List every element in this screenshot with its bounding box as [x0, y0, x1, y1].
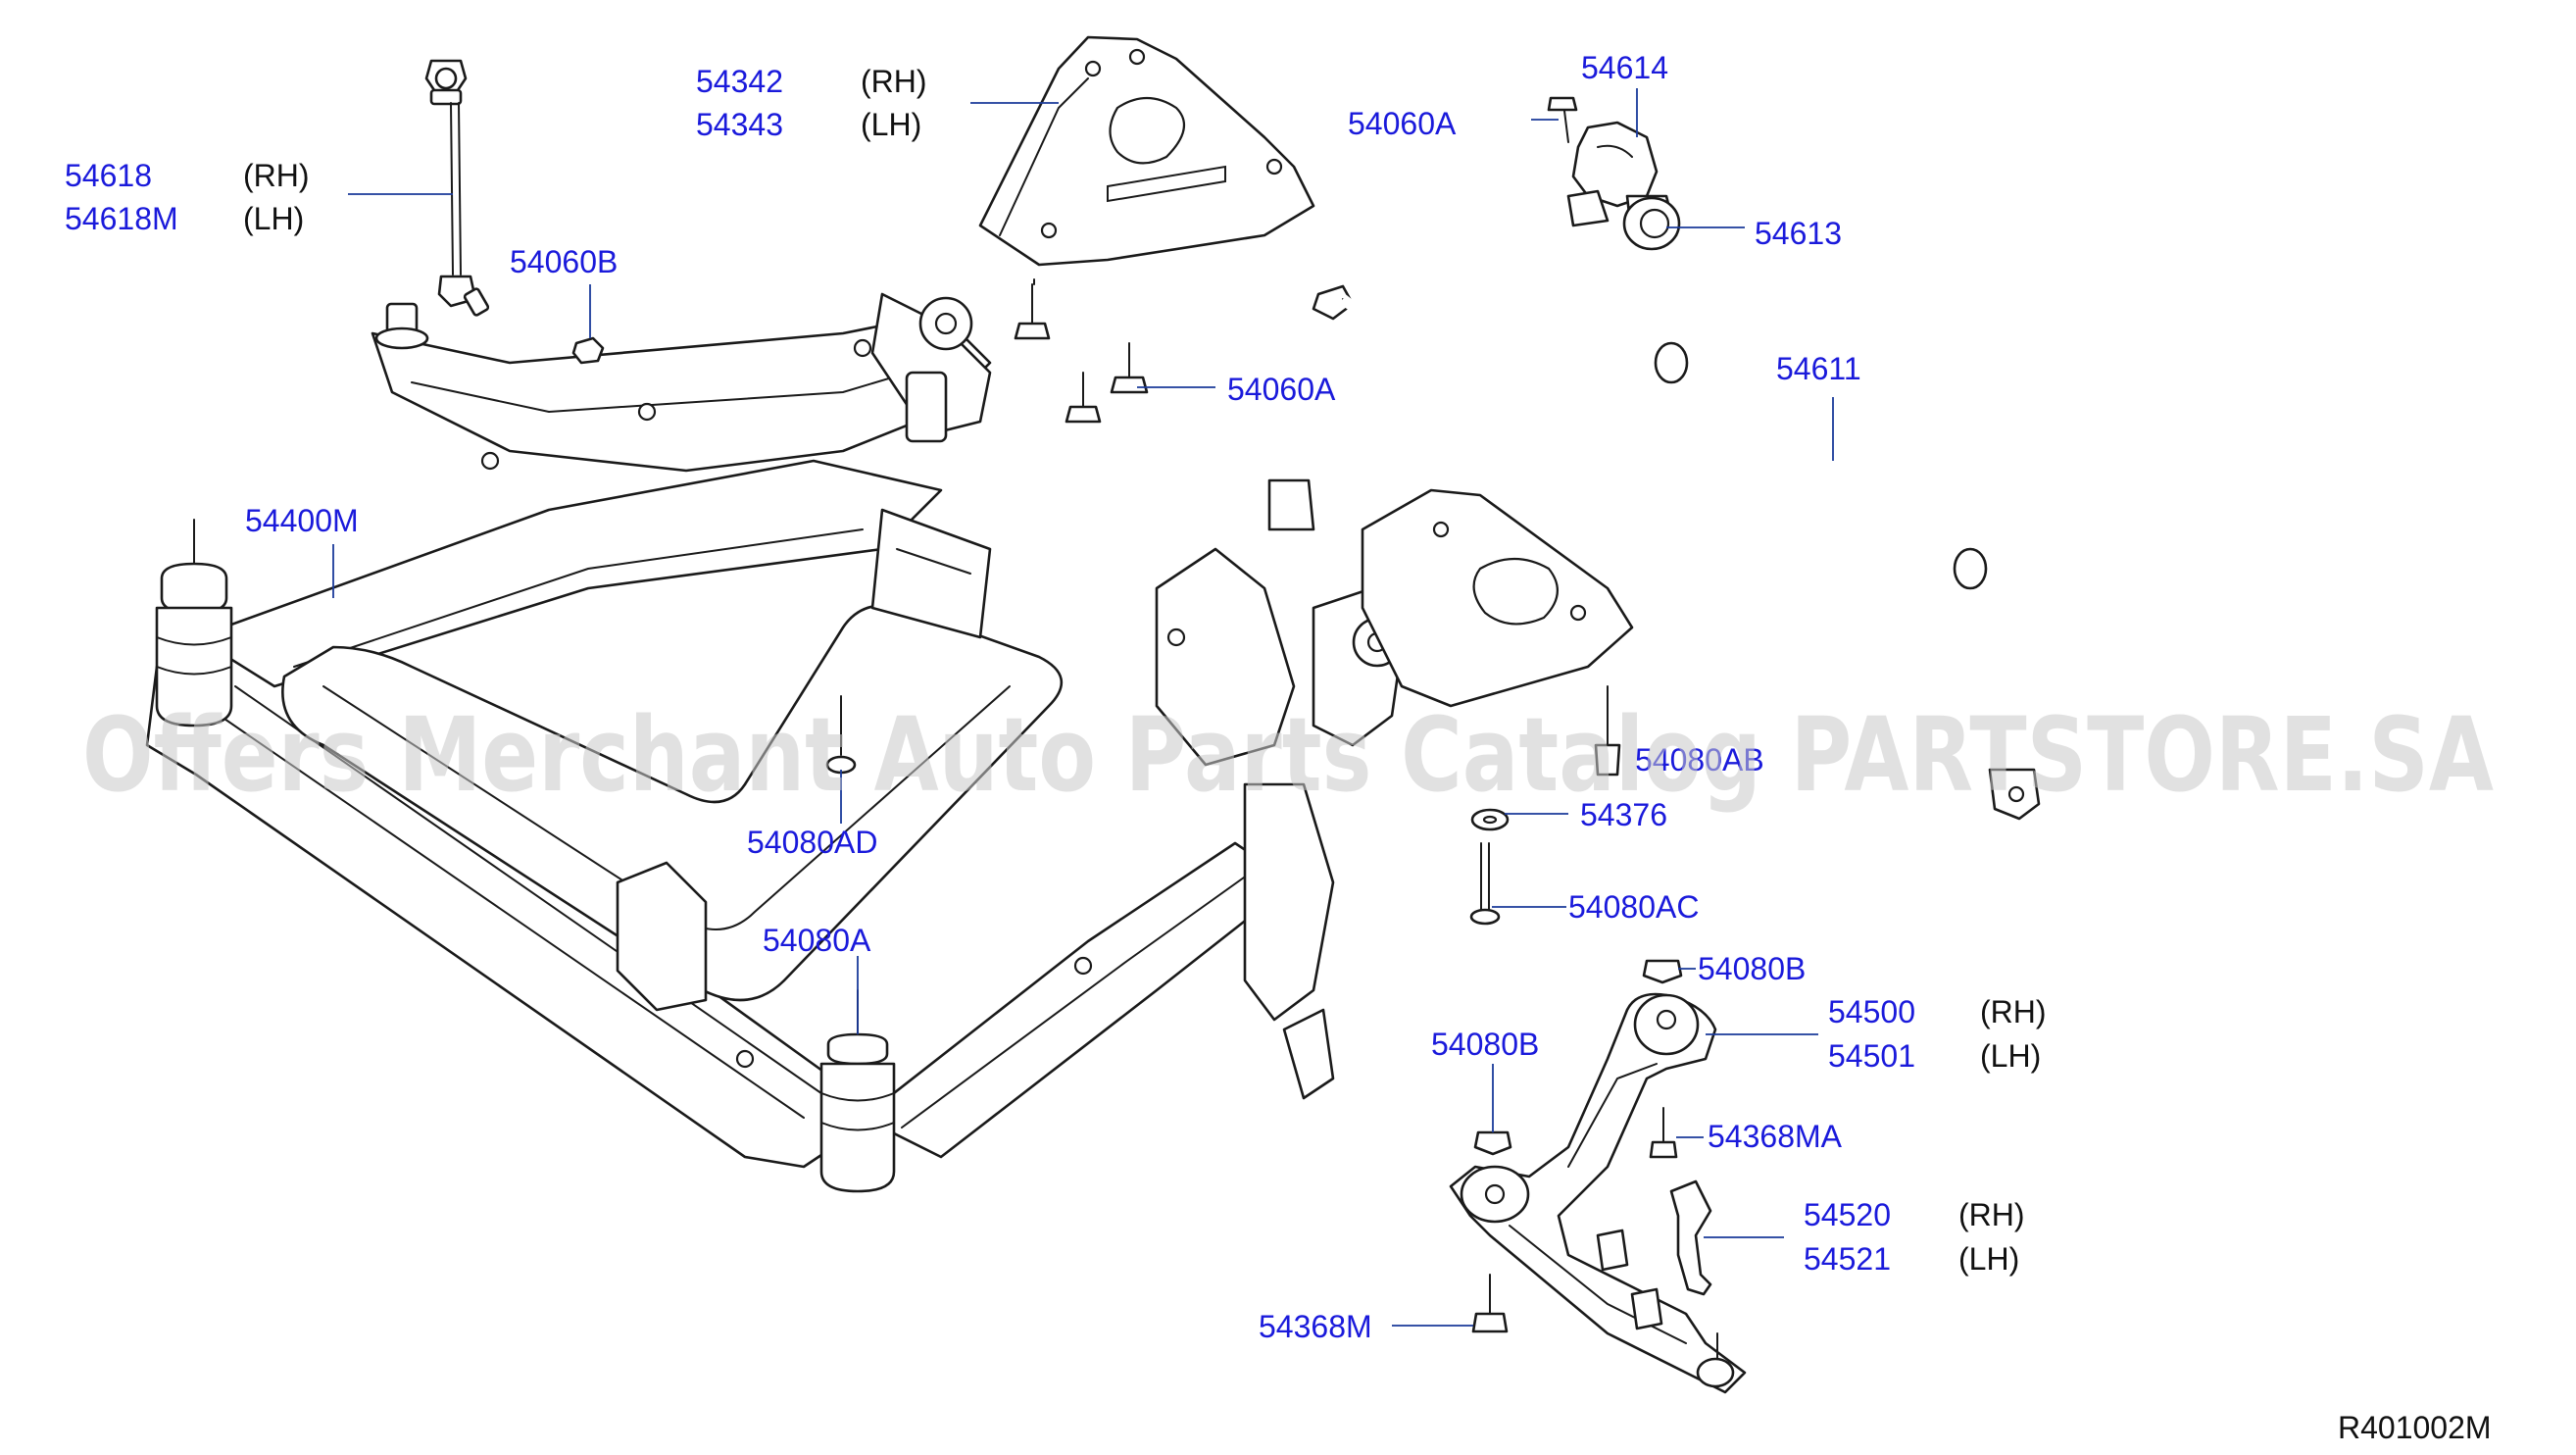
callout-54521-side: (LH): [1958, 1241, 2019, 1277]
stabilizer-clamp-drawing: [1547, 96, 1681, 251]
bolt-54080AB-drawing: [1594, 685, 1621, 777]
callout-54501-side: (LH): [1980, 1038, 2041, 1074]
callout-54500-side: (RH): [1980, 994, 2047, 1029]
bolt-54368MA-drawing: [1649, 1107, 1678, 1159]
callout-54342: 54342: [696, 64, 783, 99]
callout-54080B-top: 54080B: [1698, 951, 1806, 986]
callout-labels: 54342 (RH) 54343 (LH) 54614 54060A 54613…: [65, 50, 2047, 1344]
callout-54520-side: (RH): [1958, 1197, 2025, 1232]
callout-54376: 54376: [1580, 797, 1667, 832]
bolts-54060A-mid-drawing: [1014, 283, 1149, 424]
nut-54060B-drawing: [571, 336, 605, 365]
callout-54520: 54520: [1804, 1197, 1891, 1232]
callout-54368M: 54368M: [1259, 1309, 1372, 1344]
lower-control-arm-drawing: [1449, 992, 1747, 1394]
arm-bracket-drawing: [1669, 1179, 1712, 1296]
callout-54501: 54501: [1828, 1038, 1915, 1074]
bolt-54080AC-drawing: [1469, 842, 1501, 926]
stabilizer-bar-drawing: [1312, 254, 2041, 821]
rear-plate-drawing: [978, 35, 1315, 267]
callout-54613: 54613: [1755, 216, 1842, 251]
callout-54614: 54614: [1581, 50, 1668, 85]
bolt-54368M-drawing: [1471, 1274, 1509, 1333]
callout-54342-side: (RH): [861, 64, 927, 99]
callout-54060B: 54060B: [510, 244, 618, 279]
callout-54521: 54521: [1804, 1241, 1891, 1277]
callout-54060A-mid: 54060A: [1227, 372, 1336, 407]
callout-54080AC: 54080AC: [1568, 889, 1699, 925]
stabilizer-link-drawing: [424, 59, 490, 317]
callout-54500: 54500: [1828, 994, 1915, 1029]
callout-54343-side: (LH): [861, 107, 921, 142]
callout-54368MA: 54368MA: [1708, 1119, 1843, 1154]
callout-54080AB: 54080AB: [1635, 742, 1764, 778]
callout-54400M: 54400M: [245, 503, 359, 538]
nut-54080B-mid-drawing: [1473, 1130, 1512, 1156]
washer-54376-drawing: [1470, 808, 1510, 831]
callout-54618: 54618: [65, 158, 152, 193]
diagram-reference: R401002M: [2338, 1410, 2492, 1445]
callout-54080B-mid: 54080B: [1431, 1027, 1539, 1062]
nut-54080B-top-drawing: [1642, 959, 1683, 984]
suspension-member-drawing: [145, 292, 1404, 1169]
callout-54060A-top: 54060A: [1348, 106, 1457, 141]
callout-54343: 54343: [696, 107, 783, 142]
front-left-mount-bushing-drawing: [155, 519, 233, 728]
callout-54080A: 54080A: [763, 923, 871, 958]
callout-54080AD: 54080AD: [747, 825, 877, 860]
callout-54618-side: (RH): [243, 158, 310, 193]
watermark: Offers Merchant Auto Parts Catalog PARTS…: [82, 695, 2494, 815]
right-tower-plate-drawing: [1361, 488, 1634, 708]
callout-54611: 54611: [1776, 351, 1861, 386]
leader-lines: [332, 88, 1834, 1327]
callout-54618M: 54618M: [65, 201, 178, 236]
callout-54618M-side: (LH): [243, 201, 304, 236]
front-right-mount-bushing-drawing: [819, 989, 896, 1193]
